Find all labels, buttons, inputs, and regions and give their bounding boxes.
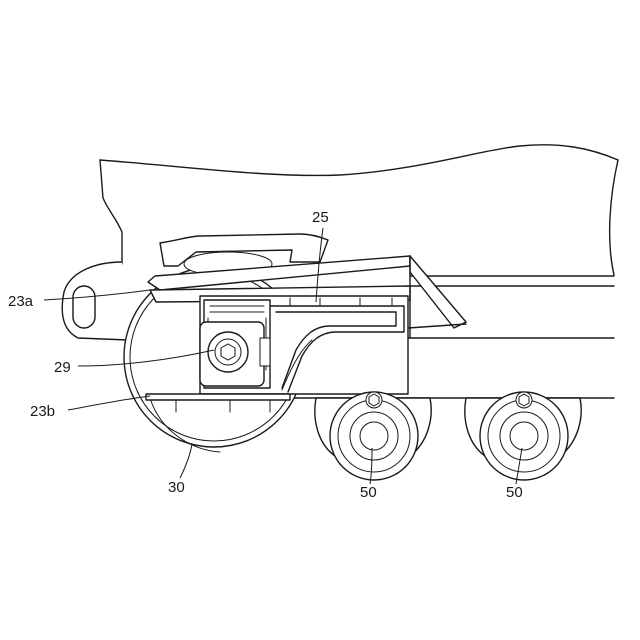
diagonal-brace xyxy=(408,256,466,338)
hex-socket xyxy=(221,344,235,360)
ref-label-23a: 23a xyxy=(8,293,34,310)
ref-label-23b: 23b xyxy=(30,403,55,420)
ref-label-29: 29 xyxy=(54,359,71,376)
heel-axle xyxy=(200,322,270,386)
leader-30 xyxy=(180,444,192,478)
ref-label-25: 25 xyxy=(312,209,329,226)
inline-wheel-front xyxy=(315,392,431,480)
ref-label-50-rear: 50 xyxy=(506,484,523,501)
ref-label-50-front: 50 xyxy=(360,484,377,501)
inline-wheel-rear xyxy=(465,392,581,480)
ref-label-30: 30 xyxy=(168,479,185,496)
mounting-lug xyxy=(62,262,128,340)
